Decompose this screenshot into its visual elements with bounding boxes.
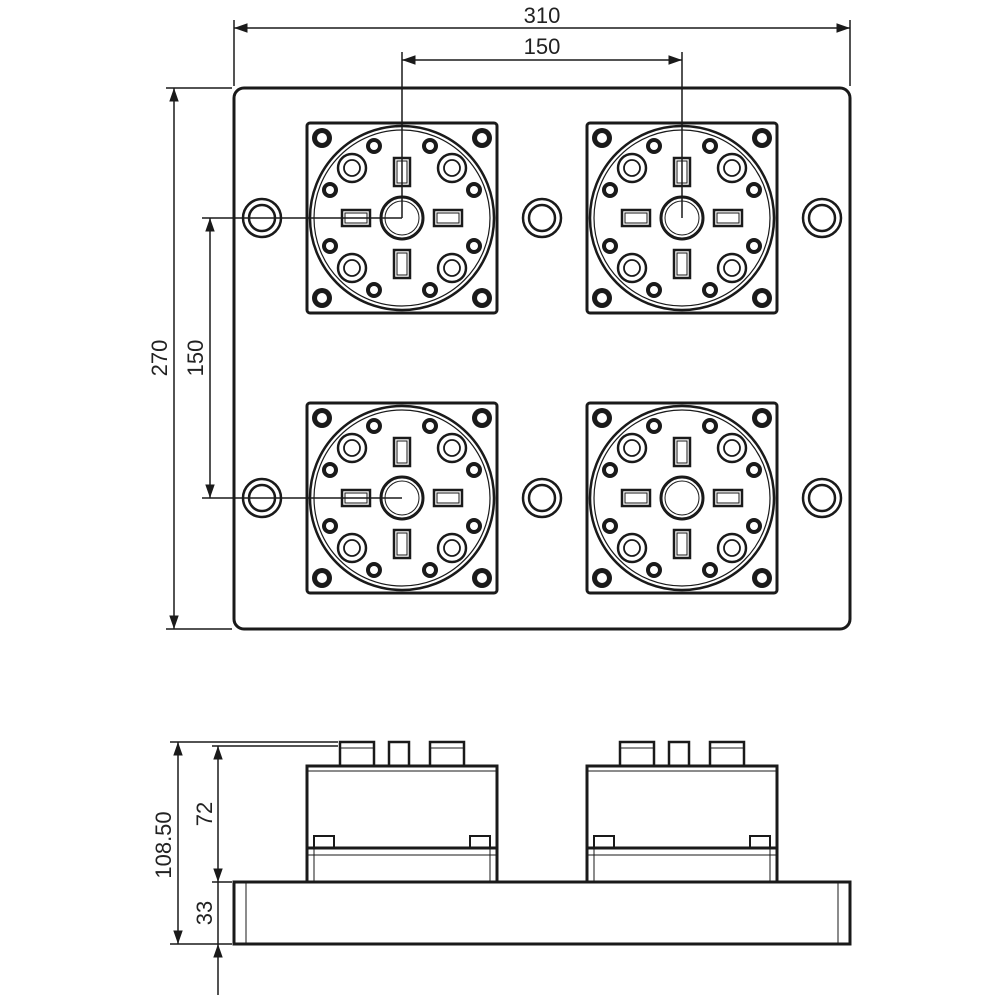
dim-label-base-thickness: 33 (192, 901, 217, 925)
chuck-module-side-left (305, 740, 499, 884)
dim-label-spacing-vertical: 150 (183, 340, 208, 377)
side-view: 108.50 72 33 (151, 740, 852, 995)
dim-label-chuck-height: 72 (192, 802, 217, 826)
chuck-module-side-right (585, 740, 779, 884)
dimension-chuck-height: 72 (192, 745, 338, 883)
locating-hole (521, 477, 563, 519)
locating-hole (801, 197, 843, 239)
dimension-center-spacing-vertical: 150 (183, 217, 402, 499)
chuck-module-bottom-right (585, 401, 779, 595)
dim-label-width: 310 (524, 3, 561, 28)
dimension-overall-height: 270 (147, 87, 232, 630)
dim-label-height: 270 (147, 340, 172, 377)
locating-hole (521, 197, 563, 239)
top-view: 310 150 270 150 (147, 3, 852, 631)
dimension-base-thickness: 33 (192, 882, 223, 995)
dimension-center-spacing-horizontal: 150 (401, 34, 683, 218)
base-plate-side (232, 880, 852, 946)
dimension-overall-width: 310 (233, 3, 851, 86)
dim-label-spacing-horizontal: 150 (524, 34, 561, 59)
dim-label-total-height: 108.50 (151, 811, 176, 878)
locating-hole (801, 477, 843, 519)
